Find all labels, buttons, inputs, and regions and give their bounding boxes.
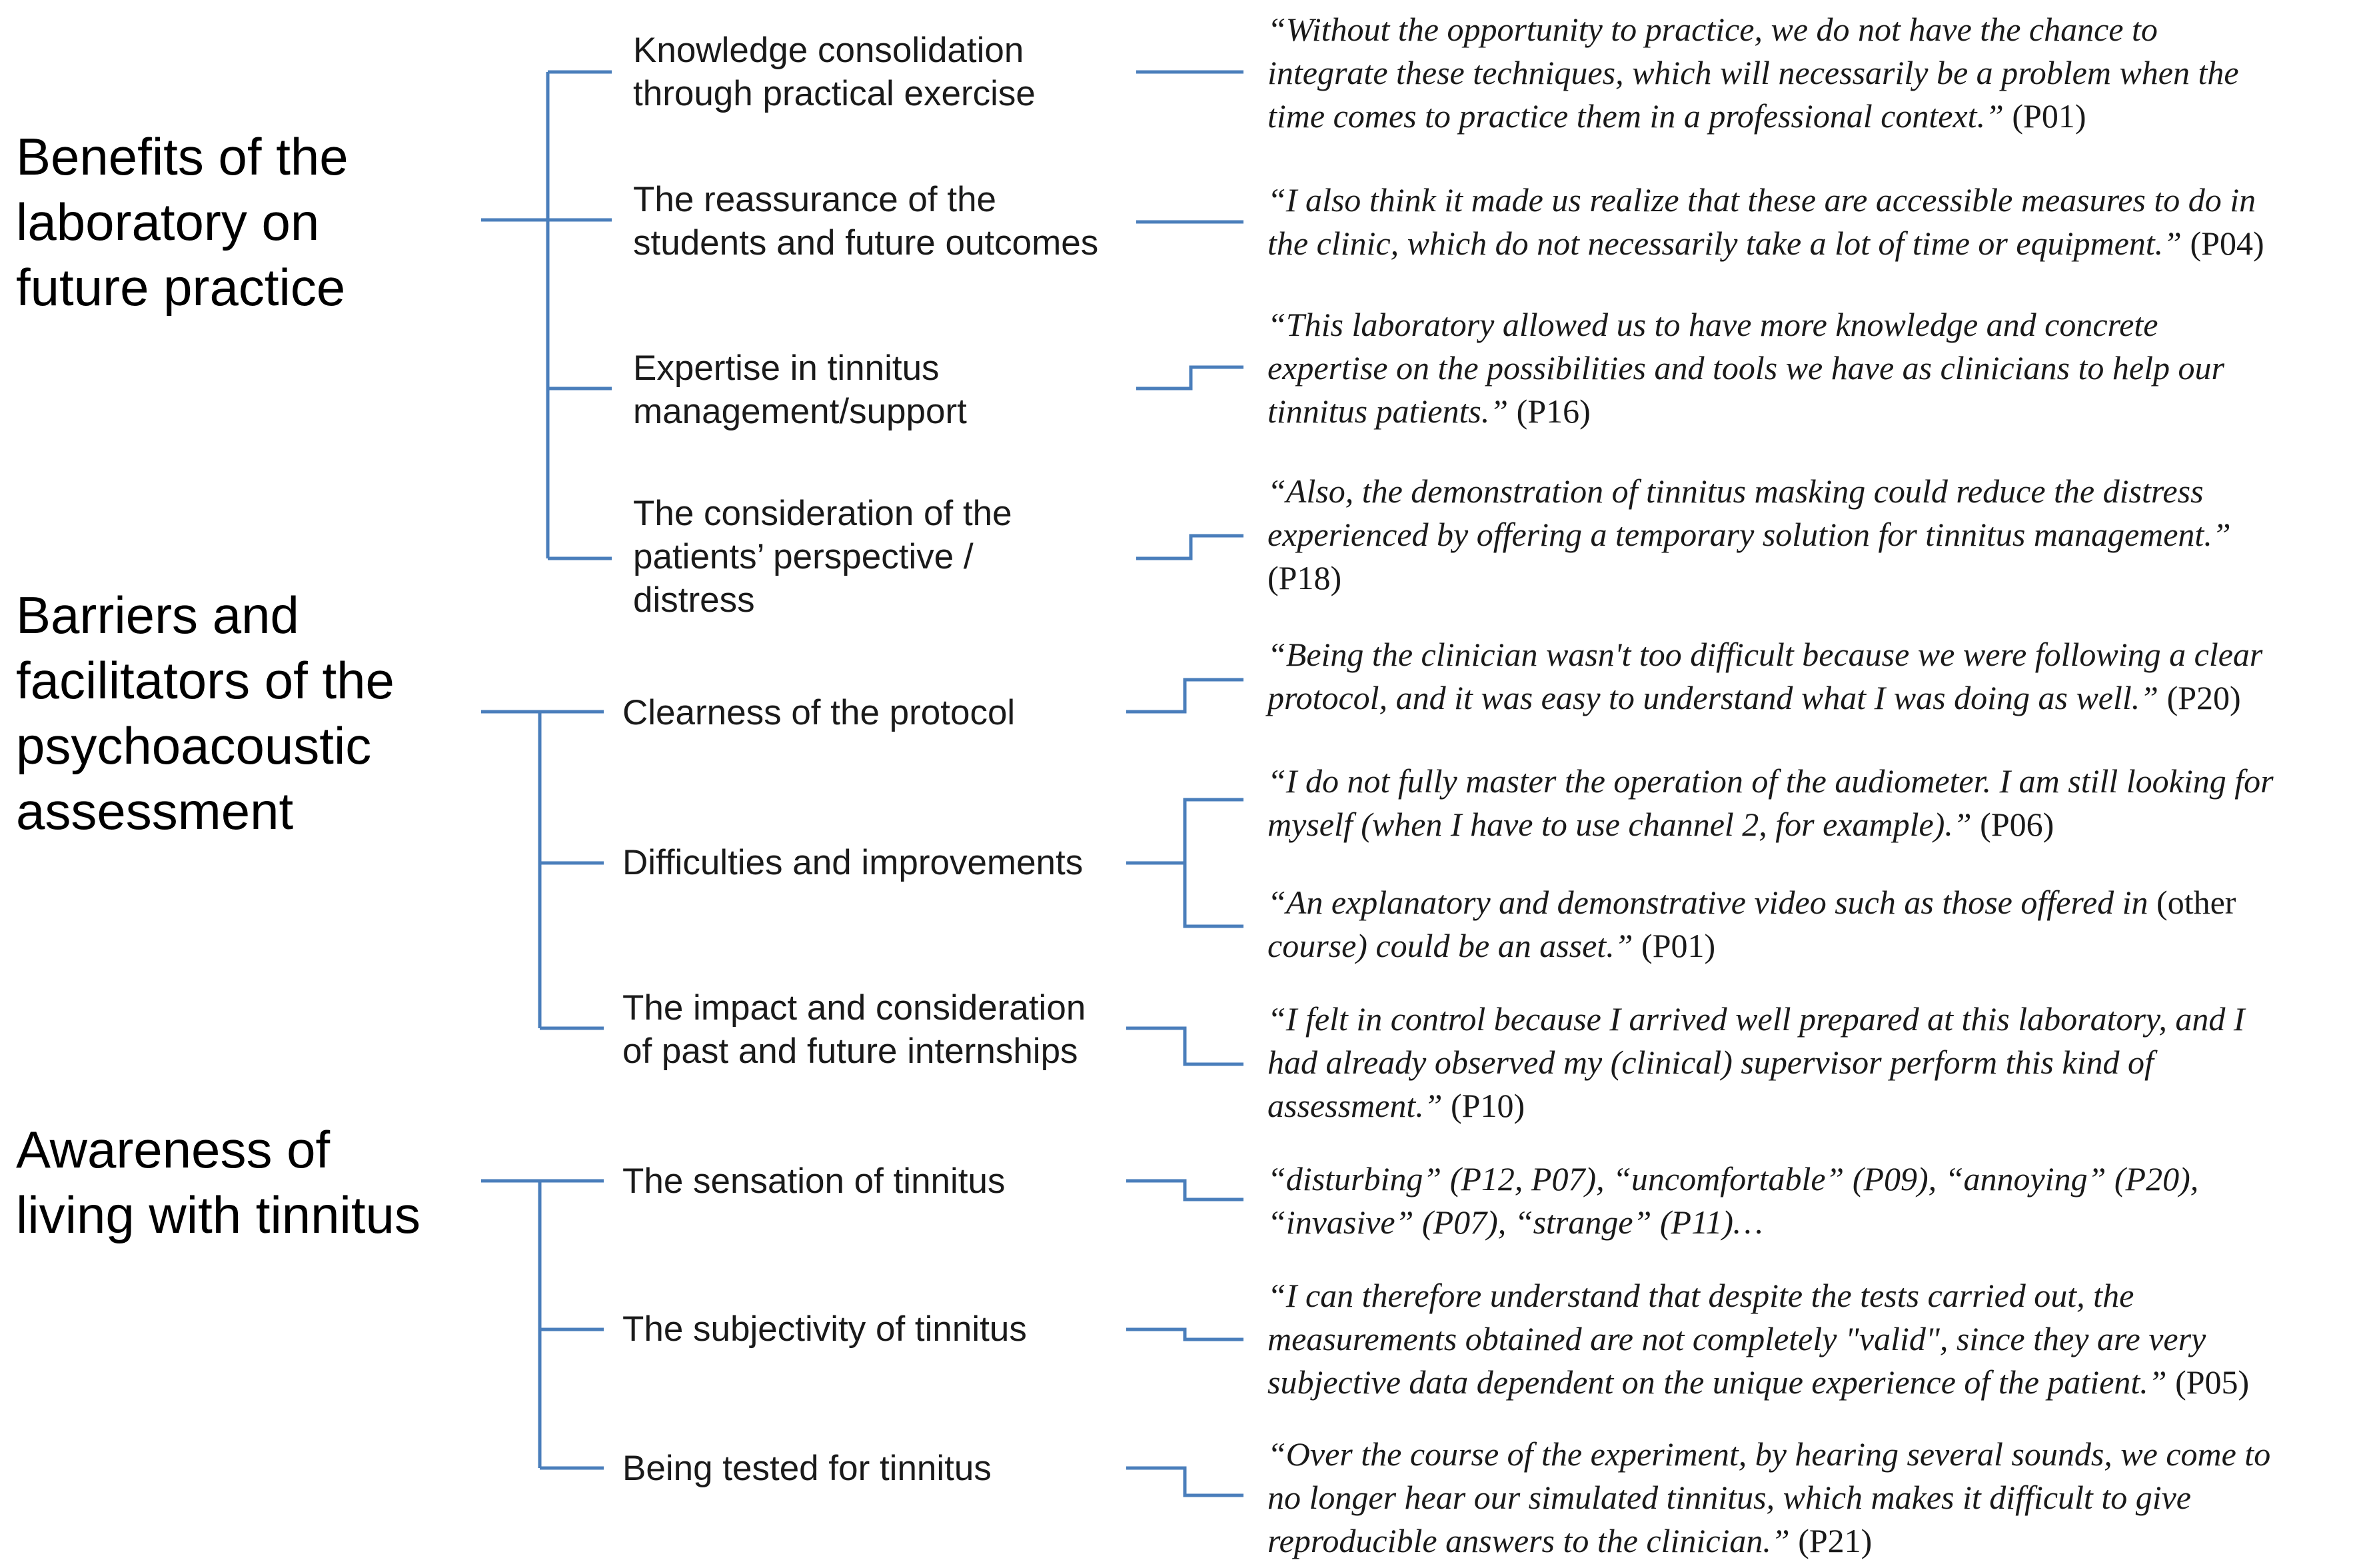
participant-ref: (P06) xyxy=(1971,806,2054,843)
quote-plain-word: (other xyxy=(2156,884,2236,921)
quote-line: “Also, the demonstration of tinnitus mas… xyxy=(1267,472,2204,510)
quote-line: assessment.” xyxy=(1267,1087,1443,1124)
quote-line: “This laboratory allowed us to have more… xyxy=(1267,306,2158,343)
quote-line: “Without the opportunity to practice, we… xyxy=(1267,11,2158,48)
quote-line: had already observed my (clinical) super… xyxy=(1267,1044,2154,1081)
quote-p04-accessible: “I also think it made us realize that th… xyxy=(1267,179,2367,265)
quote-line: “I felt in control because I arrived wel… xyxy=(1267,1000,2245,1038)
quote-line: “I do not fully master the operation of … xyxy=(1267,762,2274,800)
quote-line: expertise on the possibilities and tools… xyxy=(1267,349,2224,387)
participant-ref: (P16) xyxy=(1508,392,1591,430)
subtheme-difficulties-improvements: Difficulties and improvements xyxy=(622,843,1084,882)
theme-3-title: Awareness of living with tinnitus xyxy=(16,1120,420,1244)
quote-sensation-words: “disturbing” (P12, P07), “uncomfortable”… xyxy=(1267,1158,2367,1244)
participant-ref: (P05) xyxy=(2166,1363,2250,1401)
quote-link-4 xyxy=(1136,534,1243,560)
quote-link-8 xyxy=(1126,1179,1243,1201)
quote-link-3 xyxy=(1136,365,1243,391)
quote-line: “An explanatory and demonstrative video … xyxy=(1267,884,2148,921)
subtheme-knowledge-consolidation: Knowledge consolidation through practica… xyxy=(633,31,1036,113)
participant-ref: (P04) xyxy=(2181,225,2264,262)
quote-link-6 xyxy=(1126,798,1243,928)
quote-line: protocol, and it was easy to understand … xyxy=(1267,679,2159,716)
subtheme-internships: The impact and consideration of past and… xyxy=(622,988,1086,1071)
quote-p18-masking: “Also, the demonstration of tinnitus mas… xyxy=(1267,470,2367,600)
participant-ref: (P20) xyxy=(2158,679,2241,716)
quote-p21-experiment: “Over the course of the experiment, by h… xyxy=(1267,1433,2367,1563)
theme-2-title: Barriers and facilitators of the psychoa… xyxy=(16,586,395,840)
quote-p06-audiometer: “I do not fully master the operation of … xyxy=(1267,760,2367,846)
quote-line: myself (when I have to use channel 2, fo… xyxy=(1267,806,1972,843)
subtheme-expertise: Expertise in tinnitus management/support xyxy=(633,349,967,431)
quote-line: “disturbing” (P12, P07), “uncomfortable”… xyxy=(1267,1160,2199,1197)
quote-p01-practice: “Without the opportunity to practice, we… xyxy=(1267,8,2367,138)
quote-line: tinnitus patients.” xyxy=(1267,392,1509,430)
quote-line: course) could be an asset.” xyxy=(1267,927,1633,964)
quote-line: experienced by offering a temporary solu… xyxy=(1267,516,2231,553)
subtheme-subjectivity: The subjectivity of tinnitus xyxy=(622,1309,1027,1349)
subtheme-being-tested: Being tested for tinnitus xyxy=(622,1449,992,1488)
quote-link-9 xyxy=(1126,1327,1243,1341)
quote-line: integrate these techniques, which will n… xyxy=(1267,54,2239,91)
quote-link-5 xyxy=(1126,678,1243,714)
quote-line: time comes to practice them in a profess… xyxy=(1267,97,2004,135)
quote-line: “I can therefore understand that despite… xyxy=(1267,1277,2134,1314)
quote-line: “Being the clinician wasn't too difficul… xyxy=(1267,636,2263,673)
subtheme-reassurance: The reassurance of the students and futu… xyxy=(633,180,1099,263)
quote-line: measurements obtained are not completely… xyxy=(1267,1320,2206,1357)
subtheme-patients-perspective: The consideration of the patients’ persp… xyxy=(633,494,1012,620)
quote-link-7 xyxy=(1126,1026,1243,1066)
participant-ref: (P18) xyxy=(1267,559,1342,596)
quote-p01-video: “An explanatory and demonstrative video … xyxy=(1267,881,2367,968)
participant-ref: (P01) xyxy=(2003,97,2086,135)
participant-ref: (P01) xyxy=(1633,927,1716,964)
quote-line: “I also think it made us realize that th… xyxy=(1267,181,2256,219)
quote-p05-subjective: “I can therefore understand that despite… xyxy=(1267,1274,2367,1404)
quote-line: the clinic, which do not necessarily tak… xyxy=(1267,225,2182,262)
quote-line: “invasive” (P07), “strange” (P11)… xyxy=(1267,1203,1763,1241)
quote-p16-expertise: “This laboratory allowed us to have more… xyxy=(1267,303,2367,433)
quote-line: subjective data dependent on the unique … xyxy=(1267,1363,2167,1401)
quote-line: reproducible answers to the clinician.” xyxy=(1267,1522,1790,1559)
participant-ref: (P10) xyxy=(1442,1087,1525,1124)
subtheme-clearness-protocol: Clearness of the protocol xyxy=(622,693,1016,732)
theme-1-title: Benefits of the laboratory on future pra… xyxy=(16,127,349,317)
quote-link-10 xyxy=(1126,1466,1243,1497)
quote-plain-word xyxy=(2148,884,2157,921)
quote-line: no longer hear our simulated tinnitus, w… xyxy=(1267,1479,2191,1516)
subtheme-sensation: The sensation of tinnitus xyxy=(622,1162,1006,1201)
quote-p20-clinician: “Being the clinician wasn't too difficul… xyxy=(1267,633,2367,720)
quote-line: “Over the course of the experiment, by h… xyxy=(1267,1435,2271,1473)
quote-p10-prepared: “I felt in control because I arrived wel… xyxy=(1267,998,2367,1128)
participant-ref: (P21) xyxy=(1789,1522,1873,1559)
